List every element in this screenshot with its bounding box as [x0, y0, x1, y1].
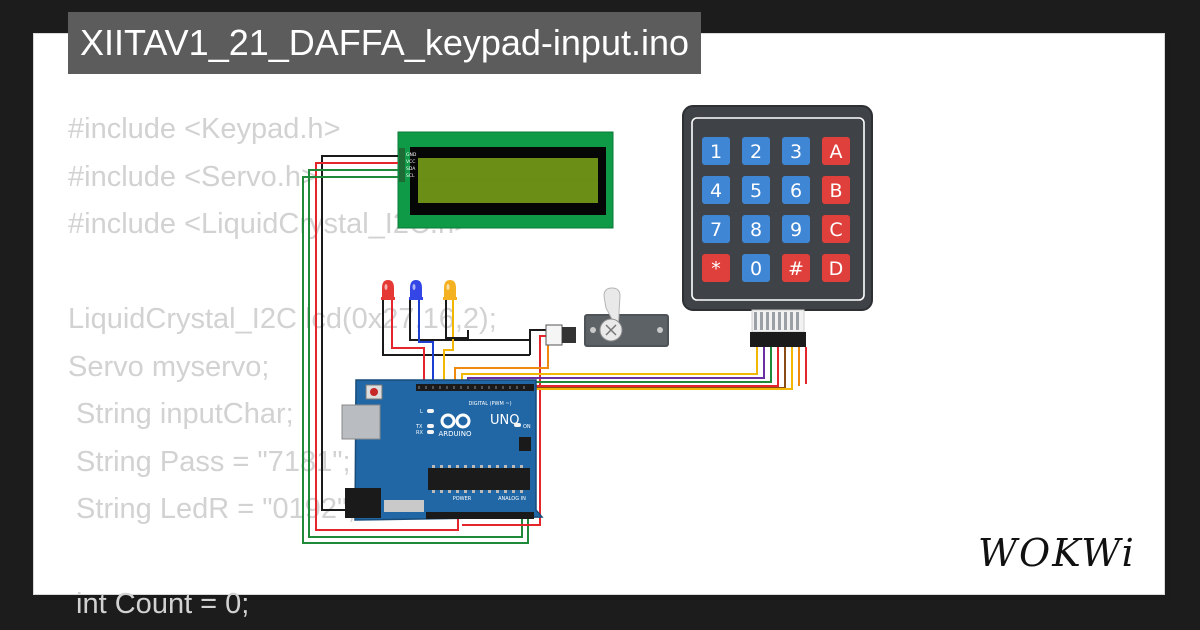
keypad-key-label: 2 [750, 141, 762, 163]
keypad-key-label: 6 [790, 180, 802, 202]
led[interactable] [409, 280, 423, 300]
keypad-key-label: 7 [710, 219, 722, 241]
keypad-key-label: A [830, 141, 843, 163]
keypad-key-7[interactable]: 7 [702, 215, 730, 243]
code-line: #include <Servo.h> [68, 160, 318, 193]
keypad-key-*[interactable]: * [702, 254, 730, 282]
keypad-key-A[interactable]: A [822, 137, 850, 165]
code-line: int Count = 0; [68, 588, 250, 620]
keypad-key-9[interactable]: 9 [782, 215, 810, 243]
led-group [381, 280, 457, 300]
keypad-key-B[interactable]: B [822, 176, 850, 204]
preview-card: #include <Keypad.h> #include <Servo.h> # in… [34, 34, 1164, 620]
code-line: Servo myservo; [68, 350, 270, 383]
keypad-key-label: * [711, 258, 721, 280]
keypad-key-label: C [829, 219, 842, 241]
digital-label: DIGITAL (PWM ~) [468, 401, 511, 407]
lcd-pin-vcc: VCC [406, 159, 415, 165]
servo-motor[interactable] [545, 287, 669, 347]
wokwi-logo: WOKWi [978, 531, 1136, 575]
wokwi-logo-text: WOKWi [978, 531, 1136, 575]
code-line: String inputChar; [68, 398, 294, 430]
keypad-key-3[interactable]: 3 [782, 137, 810, 165]
servo-horn-icon [605, 324, 617, 336]
keypad-key-C[interactable]: C [822, 215, 850, 243]
keypad-key-label: # [788, 258, 804, 280]
keypad-key-label: D [829, 258, 844, 280]
keypad-connector [750, 309, 806, 347]
keypad-key-0[interactable]: 0 [742, 254, 770, 282]
code-preview: #include <Keypad.h>#include <Servo.h>#in… [68, 106, 497, 629]
wire-red [315, 162, 459, 531]
project-title[interactable]: XIITAV1_21_DAFFA_keypad-input.ino [68, 12, 702, 74]
wire-red [391, 300, 425, 390]
keypad-key-6[interactable]: 6 [782, 176, 810, 204]
wire-yellow [443, 300, 454, 390]
arduino-brand: ARDUINO [439, 430, 472, 438]
arduino-infinity-icon [440, 413, 471, 429]
keypad-key-label: 1 [710, 141, 722, 163]
keypad-key-label: 9 [790, 219, 802, 241]
keypad-key-label: 5 [750, 180, 762, 202]
rx-label: RX [416, 430, 423, 436]
code-line: LiquidCrystal_I2C lcd(0x27,16,2); [68, 303, 497, 335]
keypad-key-1[interactable]: 1 [702, 137, 730, 165]
arduino-uno-board[interactable]: DIGITAL (PWM ~) POWER ANALOG IN UNO ARDU… [341, 379, 544, 521]
lcd-pin-sda: SDA [406, 166, 416, 172]
analog-header [426, 512, 534, 519]
led[interactable] [443, 280, 457, 300]
keypad-key-label: 0 [750, 258, 762, 280]
keypad-key-#[interactable]: # [782, 254, 810, 282]
arduino-model: UNO [490, 413, 519, 428]
led[interactable] [381, 280, 395, 300]
keypad-key-2[interactable]: 2 [742, 137, 770, 165]
code-line: #include <Keypad.h> [68, 113, 341, 145]
wire-green [308, 169, 523, 538]
wire-black [382, 300, 530, 356]
keypad-key-8[interactable]: 8 [742, 215, 770, 243]
wire-blue [418, 300, 434, 390]
usb-port [341, 404, 381, 440]
keypad-key-label: B [829, 180, 842, 202]
keypad-key-label: 4 [710, 180, 722, 202]
l-label: L [420, 409, 423, 415]
wire-black [445, 300, 469, 339]
atmega-chip [428, 468, 530, 490]
tx-label: TX [415, 424, 423, 430]
keypad-key-label: 3 [790, 141, 802, 163]
wire-black [321, 155, 398, 511]
wire-green [302, 176, 529, 544]
keypad-4x4[interactable]: 1 2 3 A 4 5 6 B 7 8 9 C * 0 # D [682, 105, 873, 311]
lcd-pin-scl: SCL [406, 173, 415, 179]
analog-label: ANALOG IN [498, 496, 526, 502]
wire-yellow [492, 347, 793, 390]
keypad-key-D[interactable]: D [822, 254, 850, 282]
lcd-display: GND VCC SDA SCL [397, 131, 614, 229]
wire-black [409, 300, 531, 355]
lcd-pin-gnd: GND [406, 152, 417, 158]
lcd-pin-header: GND VCC SDA SCL [399, 148, 417, 182]
keypad-key-label: 8 [750, 219, 762, 241]
keypad-key-5[interactable]: 5 [742, 176, 770, 204]
power-label: POWER [453, 496, 472, 502]
power-jack [345, 488, 381, 518]
on-label: ON [523, 424, 531, 430]
keypad-key-4[interactable]: 4 [702, 176, 730, 204]
